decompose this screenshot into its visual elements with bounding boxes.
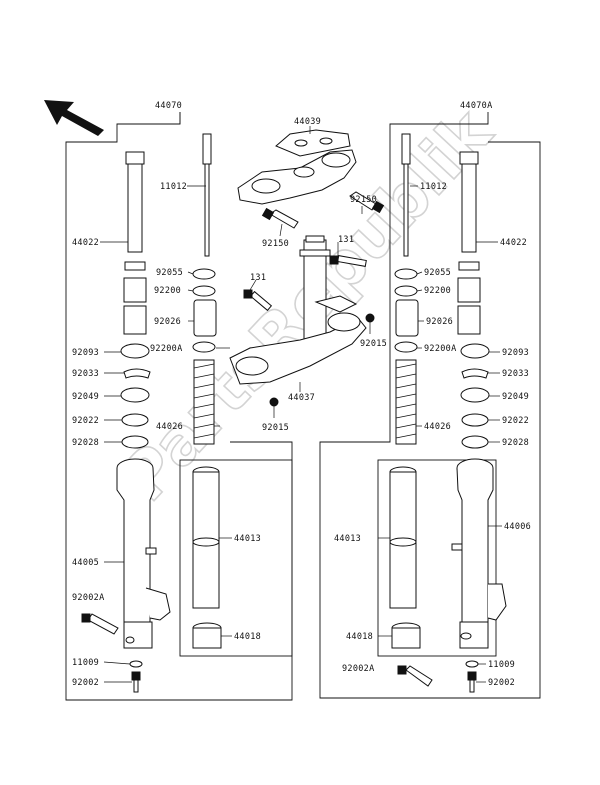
left-spring-44022 [125, 151, 145, 253]
left-washer-92200 [192, 285, 216, 297]
label-44026-right: 44026 [424, 422, 451, 432]
label-92055-left: 92055 [156, 268, 183, 278]
nut-92015-lower [269, 397, 279, 407]
label-44013-left: 44013 [234, 534, 261, 544]
upper-bracket-44039 [237, 129, 357, 205]
bolt-92150-a [261, 207, 299, 229]
label-44018-left: 44018 [234, 632, 261, 642]
right-washer-11009 [465, 660, 479, 668]
label-92093-right: 92093 [502, 348, 529, 358]
label-92033-left: 92033 [72, 369, 99, 379]
label-11012-left: 11012 [160, 182, 187, 192]
left-oil-seal-92049 [120, 387, 150, 403]
front-direction-arrow-icon [44, 100, 104, 136]
nut-92015-upper [365, 313, 375, 323]
right-oil-seal-92049 [460, 387, 490, 403]
label-92200-left: 92200 [154, 286, 181, 296]
label-92028-right: 92028 [502, 438, 529, 448]
left-stack-parts [123, 261, 147, 335]
left-dust-seal-92093 [120, 343, 150, 359]
label-92015-upper: 92015 [360, 339, 387, 349]
right-spring-44026 [395, 359, 417, 445]
label-92002-right: 92002 [488, 678, 515, 688]
right-bolt-92002A [397, 665, 433, 687]
right-circlip-92033 [461, 368, 489, 379]
label-92028-left: 92028 [72, 438, 99, 448]
label-92200A-right: 92200A [424, 344, 457, 354]
label-131-b: 131 [338, 235, 354, 245]
label-92022-left: 92022 [72, 416, 99, 426]
steering-stem-44037 [229, 235, 367, 385]
label-11012-right: 11012 [420, 182, 447, 192]
left-outer-tube-44005 [116, 458, 171, 649]
bolt-131-a [243, 289, 273, 312]
left-rod-11012 [202, 133, 212, 257]
left-inner-tube-44013 [192, 466, 220, 609]
left-fork-frame [65, 112, 293, 701]
right-stack-parts [457, 261, 481, 335]
left-bolt-92002A [81, 613, 119, 635]
label-92015-lower: 92015 [262, 423, 289, 433]
left-washer-92200A [192, 341, 216, 353]
right-fork-frame [319, 112, 541, 699]
label-92055-right: 92055 [424, 268, 451, 278]
label-92049-right: 92049 [502, 392, 529, 402]
label-44039: 44039 [294, 117, 321, 127]
label-92002-left: 92002 [72, 678, 99, 688]
part-labels: 44070 44070A 44039 11012 11012 44022 440… [72, 101, 531, 688]
label-44018-right: 44018 [346, 632, 373, 642]
label-92200-right: 92200 [424, 286, 451, 296]
label-92049-left: 92049 [72, 392, 99, 402]
left-piston-44018 [192, 622, 222, 649]
label-92002A-left: 92002A [72, 593, 105, 603]
label-92093-left: 92093 [72, 348, 99, 358]
left-spring-44026 [193, 359, 215, 445]
right-piston-44018 [391, 622, 421, 649]
label-11009-right: 11009 [488, 660, 515, 670]
label-44022-right: 44022 [500, 238, 527, 248]
label-11009-left: 11009 [72, 658, 99, 668]
right-collar-92026 [395, 299, 419, 337]
bolt-92150-b [349, 191, 385, 214]
label-44037: 44037 [288, 393, 315, 403]
label-44070: 44070 [155, 101, 182, 111]
right-spring-44022 [459, 151, 479, 253]
label-44070A: 44070A [460, 101, 493, 111]
label-44005: 44005 [72, 558, 99, 568]
right-washer-92200A [394, 341, 418, 353]
right-washer-92200 [394, 285, 418, 297]
label-44022-left: 44022 [72, 238, 99, 248]
left-bolt-92002 [131, 671, 141, 693]
label-92026-left: 92026 [154, 317, 181, 327]
left-bushing-92028 [121, 435, 149, 449]
right-rod-11012 [401, 133, 411, 257]
right-washer-92022 [461, 413, 489, 427]
left-collar-92026 [193, 299, 217, 337]
right-dust-seal-92093 [460, 343, 490, 359]
right-outer-tube-44006 [451, 458, 507, 649]
label-131-a: 131 [250, 273, 266, 283]
bolt-131-b [329, 255, 367, 267]
right-bushing-92028 [461, 435, 489, 449]
label-92150-b: 92150 [350, 195, 377, 205]
left-washer-11009 [129, 660, 143, 668]
label-44006: 44006 [504, 522, 531, 532]
left-washer-92022 [121, 413, 149, 427]
leader-lines [100, 126, 502, 683]
left-circlip-92033 [123, 368, 151, 379]
label-44013-right: 44013 [334, 534, 361, 544]
left-washer-92055 [192, 268, 216, 280]
right-washer-92055 [394, 268, 418, 280]
right-inner-tube-44013 [389, 466, 417, 609]
label-92002A-right: 92002A [342, 664, 375, 674]
label-92026-right: 92026 [426, 317, 453, 327]
label-92150-a: 92150 [262, 239, 289, 249]
right-bolt-92002 [467, 671, 477, 693]
label-44026-left: 44026 [156, 422, 183, 432]
label-92022-right: 92022 [502, 416, 529, 426]
label-92200A-left: 92200A [150, 344, 183, 354]
label-92033-right: 92033 [502, 369, 529, 379]
